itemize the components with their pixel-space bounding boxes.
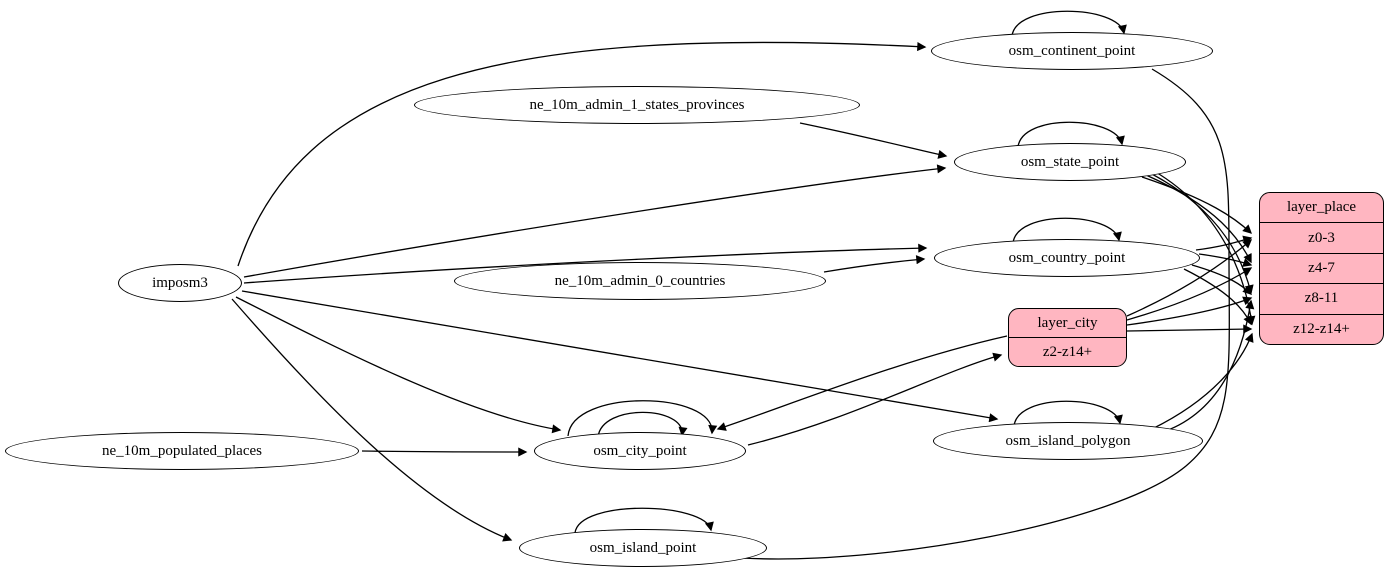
record-layer-place: layer_place z0-3 z4-7 z8-11 z12-z14+ [1259,192,1384,345]
edge-layercity-z4 [1126,267,1253,321]
edge-country-z4 [1198,253,1253,267]
edge-city-layercity [747,352,1003,446]
selfloop-city-inner [597,411,688,438]
node-imposm3-label: imposm3 [152,274,208,291]
selfloop-city-outer [567,400,718,437]
edge-layercity-z12 [1126,324,1253,334]
selfloop-continent [1011,10,1127,37]
edge-country-z8 [1191,264,1252,295]
edge-islandpolygon-z8 [1159,299,1255,434]
record-layer-city: layer_city z2-z14+ [1008,308,1127,367]
selfloop-state [1017,121,1125,148]
node-ne-10m-populated-places-label: ne_10m_populated_places [102,442,262,459]
record-layer-city-title: layer_city [1037,314,1098,331]
edge-islandpolygon-z12 [1151,332,1254,430]
edge-state-z0 [1141,176,1252,234]
edge-imposm3-continent [237,41,927,267]
selfloop-island-point [574,507,714,534]
edge-country-z12 [1183,268,1252,326]
node-osm-city-point-label: osm_city_point [593,442,687,459]
record-layer-place-row-z12-z14: z12-z14+ [1260,313,1383,344]
edge-layercity-z0 [1126,239,1253,317]
node-imposm3: imposm3 [118,264,242,302]
edge-imposm3-state [243,164,947,278]
node-osm-city-point: osm_city_point [534,432,746,470]
node-osm-state-point: osm_state_point [954,143,1186,181]
node-ne-10m-admin-0-countries-label: ne_10m_admin_0_countries [554,272,726,289]
node-osm-country-point: osm_country_point [934,239,1200,277]
node-ne-10m-admin-0-countries: ne_10m_admin_0_countries [454,262,826,300]
record-layer-city-row-z2-z14: z2-z14+ [1009,337,1126,366]
record-layer-place-row-z8-11: z8-11 [1260,283,1383,313]
edge-channel-continent-island [741,68,1230,560]
node-osm-island-polygon: osm_island_polygon [933,422,1203,460]
node-ne-10m-admin-1-states-provinces-label: ne_10m_admin_1_states_provinces [529,96,745,113]
node-osm-continent-point: osm_continent_point [931,32,1213,70]
edge-nepop-city [361,447,528,457]
edge-imposm3-island-polygon [241,290,999,423]
edge-layercity-city [716,335,1008,431]
node-osm-island-point-label: osm_island_point [589,539,697,556]
edge-state-z4 [1145,174,1252,264]
node-osm-state-point-label: osm_state_point [1020,153,1120,170]
node-osm-country-point-label: osm_country_point [1008,249,1126,266]
selfloop-country [1012,217,1122,244]
node-osm-island-point: osm_island_point [519,529,767,567]
record-layer-place-row-z0-3: z0-3 [1260,222,1383,252]
node-osm-island-polygon-label: osm_island_polygon [1005,432,1131,449]
edge-imposm3-country [243,243,928,284]
record-layer-place-title: layer_place [1286,199,1357,216]
node-ne-10m-admin-1-states-provinces: ne_10m_admin_1_states_provinces [414,86,860,124]
node-ne-10m-populated-places: ne_10m_populated_places [5,432,359,470]
edge-ne0-country [823,255,926,273]
edge-imposm3-city [235,296,562,434]
edge-layercity-z8 [1126,296,1253,326]
edge-country-z0 [1195,235,1253,251]
edge-ne1-state [799,122,948,159]
selfloop-island-polygon [1013,400,1123,427]
edge-state-z8 [1149,172,1254,295]
record-layer-place-row-z4-7: z4-7 [1260,252,1383,283]
node-osm-continent-point-label: osm_continent_point [1008,42,1136,59]
edge-imposm3-island-point [231,298,513,542]
